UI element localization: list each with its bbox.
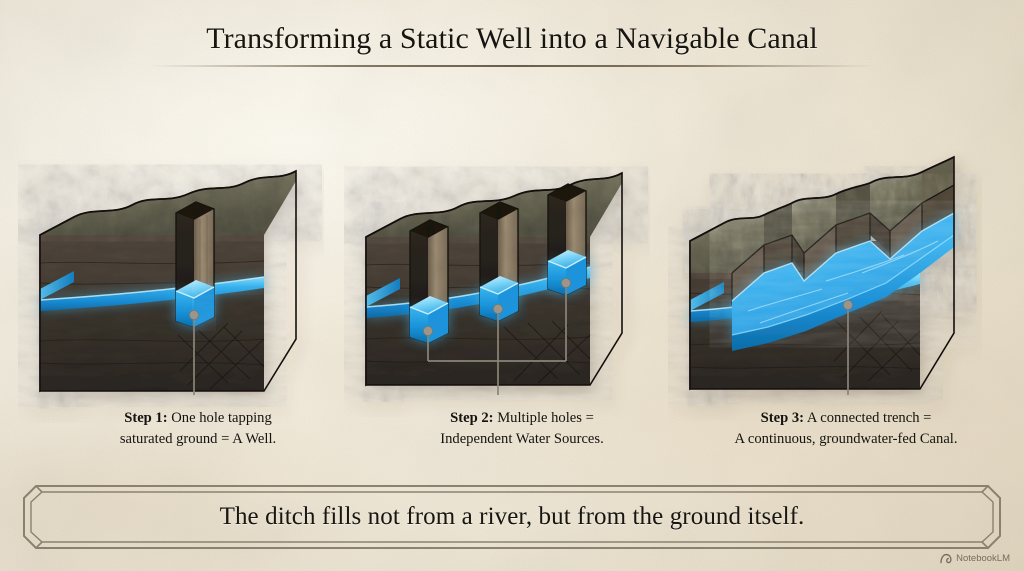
- caption-step-2-line-2: Independent Water Sources.: [440, 430, 604, 447]
- caption-step-1-line-2: saturated ground = A Well.: [119, 430, 277, 447]
- caption-step-2-label: Step 2:: [450, 410, 494, 426]
- block2-well-shaft-3: [547, 183, 587, 296]
- notebooklm-logo-icon: [940, 553, 952, 564]
- caption-step-1: Step 1: One hole tapping saturated groun…: [48, 408, 348, 449]
- diagram-step-3: [676, 95, 1006, 395]
- block2-well-shaft-2: [479, 201, 519, 322]
- banner-frame: [23, 485, 1001, 549]
- diagram-step-1: [28, 95, 348, 395]
- block-diagram-3: [689, 155, 955, 395]
- block-diagram-1: [39, 169, 297, 395]
- block1-front-face: [39, 235, 265, 391]
- block-diagram-2: [365, 171, 623, 395]
- diagram-step-2: [352, 95, 672, 395]
- block1-leader-line: [188, 309, 199, 395]
- title-block: Transforming a Static Well into a Naviga…: [0, 22, 1024, 67]
- block1-top-surface: [39, 170, 297, 236]
- page-title: Transforming a Static Well into a Naviga…: [206, 22, 818, 55]
- summary-banner-text: The ditch fills not from a river, but fr…: [219, 503, 805, 530]
- caption-step-3-label: Step 3:: [760, 410, 804, 426]
- block2-well-shaft-1: [409, 219, 449, 344]
- caption-step-2: Step 2: Multiple holes = Independent Wat…: [372, 408, 672, 449]
- block3-canal-water: [731, 212, 955, 351]
- caption-step-1-text-1: One hole tapping: [167, 410, 272, 426]
- notebooklm-watermark-label: NotebookLM: [956, 553, 1010, 564]
- title-divider: [148, 65, 876, 67]
- caption-step-3: Step 3: A connected trench = A continuou…: [686, 408, 1006, 449]
- block1-well-water: [175, 280, 215, 327]
- block2-leader-dots: [423, 277, 571, 336]
- caption-step-3-text-1: A connected trench =: [804, 410, 932, 426]
- block2-leader-bracket: [427, 285, 567, 395]
- caption-step-3-line-2: A continuous, groundwater-fed Canal.: [734, 430, 958, 447]
- caption-step-1-line-1: Step 1: One hole tapping: [48, 408, 348, 429]
- caption-step-2-line-1: Step 2: Multiple holes =: [372, 408, 672, 429]
- summary-banner: The ditch fills not from a river, but fr…: [22, 484, 1002, 550]
- caption-step-1-label: Step 1:: [124, 410, 168, 426]
- caption-step-3-line-1: Step 3: A connected trench =: [686, 408, 1006, 429]
- notebooklm-watermark: NotebookLM: [940, 553, 1010, 564]
- block3-leader-line: [842, 299, 853, 395]
- caption-step-2-text-1: Multiple holes =: [493, 410, 594, 426]
